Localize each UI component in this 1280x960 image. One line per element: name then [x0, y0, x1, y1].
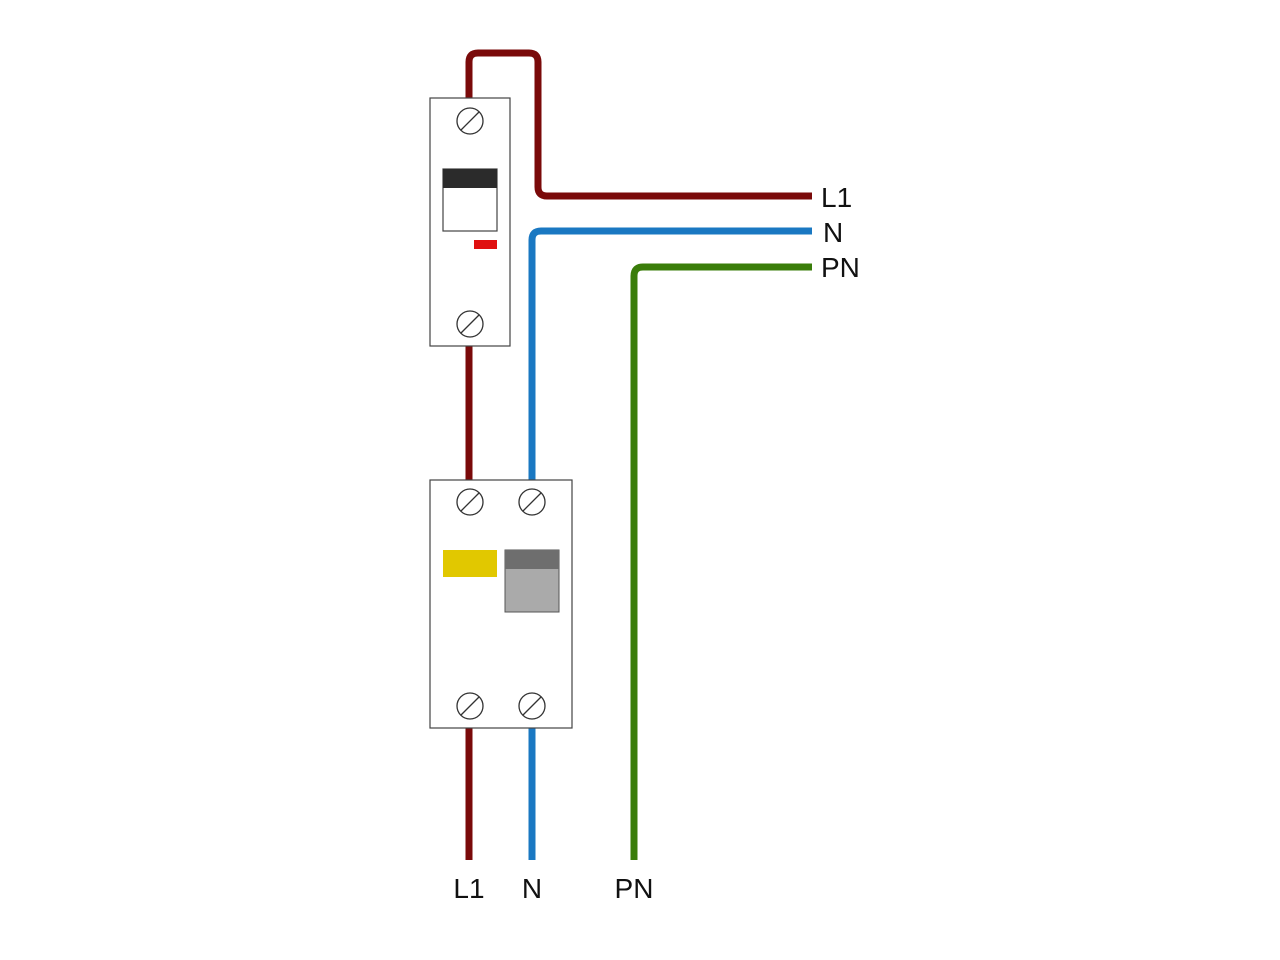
rcd-top-neutral-terminal-screw-icon: [518, 488, 546, 516]
wires: [465, 49, 812, 860]
circuit-breaker: [429, 97, 511, 347]
rcd-test-button: [443, 550, 497, 577]
phase-wire-supply: [465, 49, 812, 200]
label-bottom-pn: PN: [615, 873, 654, 904]
rcd: [429, 479, 573, 729]
label-bottom-l1: L1: [453, 873, 484, 904]
rcd-handle-top: [505, 550, 559, 569]
rcd-top-phase-terminal-screw-icon: [456, 488, 484, 516]
label-bottom-n: N: [522, 873, 542, 904]
labels: L1 N PN L1 N PN: [453, 182, 859, 904]
neutral-wire-supply: [528, 227, 812, 481]
breaker-trip-indicator: [474, 240, 497, 249]
breaker-bottom-terminal-screw-icon: [456, 310, 484, 338]
rcd-bottom-phase-terminal-screw-icon: [456, 692, 484, 720]
rcd-bottom-neutral-terminal-screw-icon: [518, 692, 546, 720]
pen-wire: [630, 263, 812, 860]
label-right-pn: PN: [821, 252, 860, 283]
label-right-l1: L1: [821, 182, 852, 213]
label-right-n: N: [823, 217, 843, 248]
breaker-handle-top: [443, 169, 497, 188]
breaker-top-terminal-screw-icon: [456, 107, 484, 135]
